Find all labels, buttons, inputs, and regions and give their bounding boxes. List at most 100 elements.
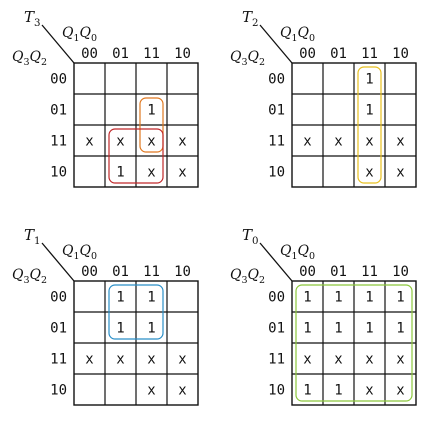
- dont-care-cell: x: [178, 383, 186, 399]
- column-heading: 10: [392, 46, 409, 62]
- row-heading: 10: [268, 165, 285, 181]
- row-heading: 11: [50, 134, 67, 150]
- column-heading: 10: [392, 264, 409, 280]
- row-variables-label: Q3Q2: [12, 267, 47, 286]
- column-heading: 10: [174, 46, 191, 62]
- one-cell: 1: [334, 290, 342, 306]
- row-heading: 00: [268, 290, 285, 306]
- dont-care-cell: x: [303, 352, 311, 368]
- dont-care-cell: x: [396, 352, 404, 368]
- group-loop: [108, 128, 164, 184]
- one-cell: 1: [365, 103, 373, 119]
- group-loop: [139, 97, 164, 153]
- dont-care-cell: x: [365, 383, 373, 399]
- map-name-label: T1: [24, 226, 41, 247]
- one-cell: 1: [303, 290, 311, 306]
- column-variables-label: Q1Q0: [280, 243, 315, 262]
- dont-care-cell: x: [147, 165, 155, 181]
- row-variables-label: Q3Q2: [230, 267, 265, 286]
- row-variables-label: Q3Q2: [230, 49, 265, 68]
- column-heading: 01: [330, 46, 347, 62]
- column-heading: 11: [143, 264, 160, 280]
- column-heading: 11: [361, 264, 378, 280]
- column-heading: 11: [361, 46, 378, 62]
- row-variables-label: Q3Q2: [12, 49, 47, 68]
- row-heading: 11: [268, 352, 285, 368]
- group-loop: [295, 284, 413, 402]
- dont-care-cell: x: [365, 134, 373, 150]
- row-heading: 01: [50, 103, 67, 119]
- column-heading: 10: [174, 264, 191, 280]
- corner-diagonal: [41, 242, 75, 282]
- column-heading: 00: [81, 264, 98, 280]
- row-heading: 10: [50, 165, 67, 181]
- corner-diagonal: [41, 24, 75, 64]
- column-heading: 01: [330, 264, 347, 280]
- one-cell: 1: [116, 165, 124, 181]
- dont-care-cell: x: [116, 352, 124, 368]
- column-heading: 01: [112, 46, 129, 62]
- one-cell: 1: [147, 290, 155, 306]
- one-cell: 1: [116, 321, 124, 337]
- row-heading: 00: [268, 72, 285, 88]
- dont-care-cell: x: [178, 165, 186, 181]
- dont-care-cell: x: [147, 134, 155, 150]
- dont-care-cell: x: [178, 352, 186, 368]
- one-cell: 1: [334, 383, 342, 399]
- column-heading: 01: [112, 264, 129, 280]
- map-name-label: T3: [24, 8, 41, 29]
- dont-care-cell: x: [396, 383, 404, 399]
- dont-care-cell: x: [334, 134, 342, 150]
- column-heading: 11: [143, 46, 160, 62]
- row-heading: 01: [50, 321, 67, 337]
- row-heading: 00: [50, 290, 67, 306]
- group-loop: [108, 284, 164, 340]
- dont-care-cell: x: [396, 134, 404, 150]
- dont-care-cell: x: [334, 352, 342, 368]
- dont-care-cell: x: [365, 165, 373, 181]
- dont-care-cell: x: [147, 352, 155, 368]
- row-heading: 01: [268, 321, 285, 337]
- dont-care-cell: x: [303, 134, 311, 150]
- dont-care-cell: x: [85, 352, 93, 368]
- map-name-label: T2: [242, 8, 259, 29]
- dont-care-cell: x: [85, 134, 93, 150]
- column-variables-label: Q1Q0: [62, 243, 97, 262]
- row-heading: 01: [268, 103, 285, 119]
- one-cell: 1: [303, 383, 311, 399]
- row-heading: 10: [268, 383, 285, 399]
- corner-diagonal: [259, 242, 293, 282]
- one-cell: 1: [303, 321, 311, 337]
- row-heading: 11: [50, 352, 67, 368]
- group-loop: [357, 66, 382, 184]
- dont-care-cell: x: [396, 165, 404, 181]
- column-variables-label: Q1Q0: [280, 25, 315, 44]
- one-cell: 1: [396, 290, 404, 306]
- corner-diagonal: [259, 24, 293, 64]
- map-name-label: T0: [242, 226, 259, 247]
- one-cell: 1: [116, 290, 124, 306]
- one-cell: 1: [396, 321, 404, 337]
- column-heading: 00: [81, 46, 98, 62]
- row-heading: 11: [268, 134, 285, 150]
- dont-care-cell: x: [116, 134, 124, 150]
- one-cell: 1: [147, 321, 155, 337]
- column-heading: 00: [299, 264, 316, 280]
- dont-care-cell: x: [178, 134, 186, 150]
- column-variables-label: Q1Q0: [62, 25, 97, 44]
- column-heading: 00: [299, 46, 316, 62]
- one-cell: 1: [365, 72, 373, 88]
- dont-care-cell: x: [147, 383, 155, 399]
- one-cell: 1: [365, 321, 373, 337]
- row-heading: 10: [50, 383, 67, 399]
- row-heading: 00: [50, 72, 67, 88]
- dont-care-cell: x: [365, 352, 373, 368]
- one-cell: 1: [334, 321, 342, 337]
- one-cell: 1: [365, 290, 373, 306]
